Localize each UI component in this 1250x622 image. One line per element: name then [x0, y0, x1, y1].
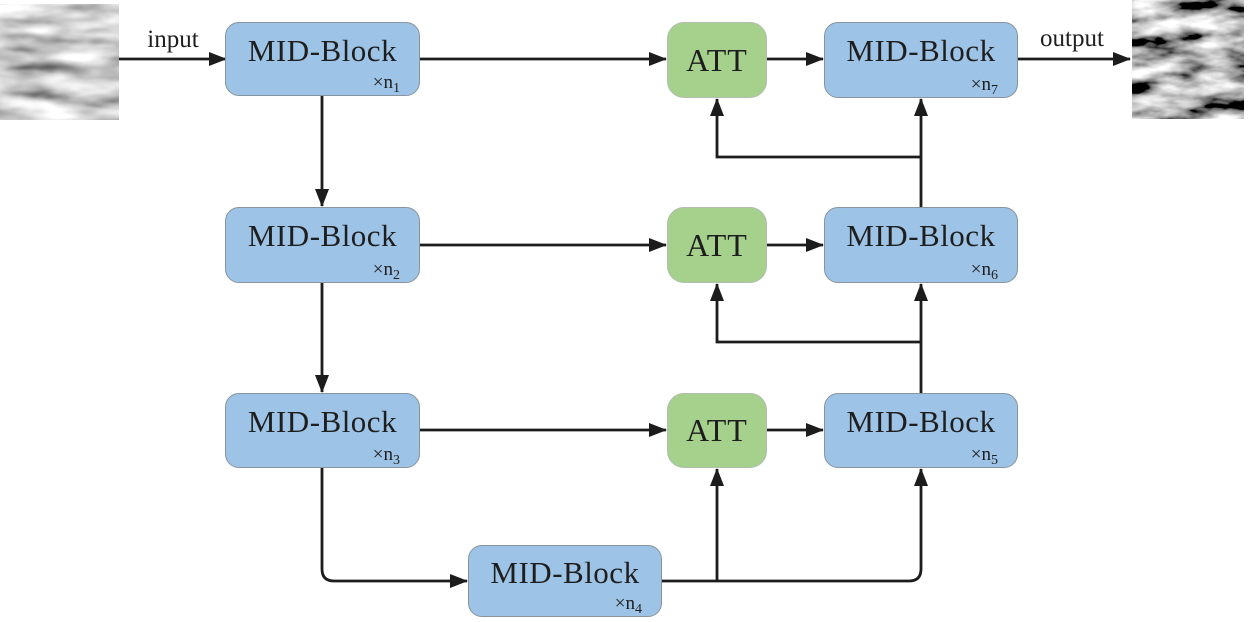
- mid-block-n7: MID-Block ×n7: [824, 22, 1018, 98]
- att-label: ATT: [686, 412, 748, 448]
- arrow-mid3-to-mid4: [320, 468, 468, 588]
- arrow-mid4-to-mid5: [662, 468, 928, 583]
- mid-block-multiplier: ×n7: [970, 74, 998, 98]
- mid-block-multiplier: ×n6: [970, 259, 998, 283]
- mid-block-label: MID-Block: [247, 33, 398, 68]
- mid-block-n1: MID-Block ×n1: [225, 22, 420, 96]
- mid-block-n6: MID-Block ×n6: [824, 207, 1018, 283]
- mid-block-label: MID-Block: [247, 404, 398, 439]
- mid-block-n4: MID-Block ×n4: [468, 545, 662, 617]
- output-label: output: [1040, 25, 1104, 52]
- output-texture-image: [1132, 0, 1244, 119]
- arrow-mid6-to-att1: [710, 98, 921, 159]
- input-texture-image: [0, 4, 119, 120]
- att-label: ATT: [686, 226, 748, 263]
- input-label: input: [147, 26, 199, 53]
- mid-block-n2: MID-Block ×n2: [225, 207, 420, 283]
- mid-block-multiplier: ×n1: [372, 72, 400, 96]
- mid-block-n5: MID-Block ×n5: [824, 393, 1018, 468]
- mid-block-label: MID-Block: [846, 404, 996, 439]
- mid-block-n3: MID-Block ×n3: [225, 393, 420, 468]
- mid-block-label: MID-Block: [846, 218, 996, 253]
- arrow-mid5-to-att2: [710, 283, 921, 344]
- mid-block-multiplier: ×n2: [372, 259, 400, 283]
- att-label: ATT: [686, 41, 748, 78]
- mid-block-label: MID-Block: [846, 33, 996, 68]
- att-block-2: ATT: [667, 207, 767, 283]
- mid-block-multiplier: ×n3: [372, 444, 400, 468]
- mid-block-multiplier: ×n4: [614, 593, 642, 617]
- mid-block-label: MID-Block: [247, 218, 398, 253]
- att-block-1: ATT: [667, 22, 767, 98]
- mid-block-label: MID-Block: [490, 555, 640, 590]
- att-block-3: ATT: [667, 393, 767, 468]
- mid-block-multiplier: ×n5: [970, 444, 998, 468]
